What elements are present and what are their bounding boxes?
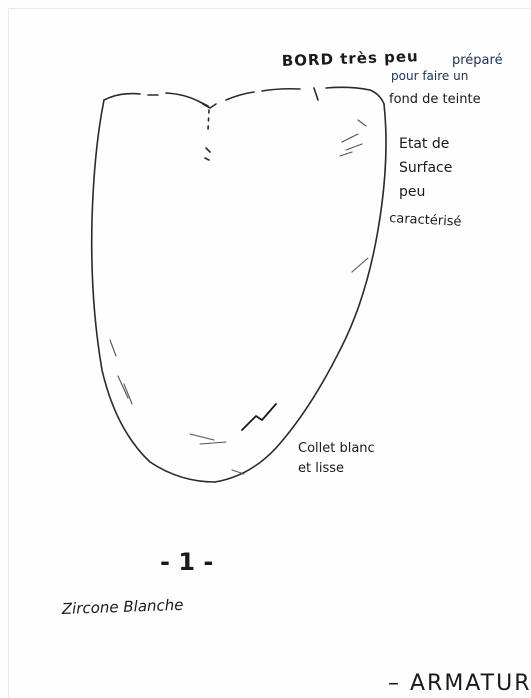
hatch-7 bbox=[118, 376, 128, 398]
crown-top-tick bbox=[314, 88, 318, 100]
hatch-10 bbox=[200, 442, 226, 444]
annotation-etat-line2: Surface bbox=[399, 160, 452, 176]
crown-right-side bbox=[215, 104, 386, 482]
hatch-1 bbox=[342, 134, 358, 142]
crown-top-left-edge bbox=[104, 94, 140, 100]
figure-number: - 1 - bbox=[160, 548, 213, 576]
crown-outline bbox=[92, 87, 386, 482]
hatch-11 bbox=[232, 470, 244, 474]
annotation-bord-line1: BORD très peu bbox=[282, 47, 419, 70]
annotation-etat-line4: caractérisé bbox=[389, 211, 462, 230]
hatch-3 bbox=[340, 152, 352, 156]
annotation-collet-line1: Collet blanc bbox=[298, 441, 375, 456]
hatch-8 bbox=[124, 384, 132, 404]
hatch-9 bbox=[190, 434, 214, 440]
crown-top-dash-4 bbox=[262, 89, 300, 91]
annotation-collet-line2: et lisse bbox=[298, 461, 344, 476]
crown-center-notch bbox=[203, 104, 216, 108]
annotation-bord-line2: pour faire un bbox=[391, 69, 468, 83]
annotation-etat-line3: peu bbox=[399, 184, 425, 200]
annotation-bord-line1b: préparé bbox=[452, 53, 503, 68]
crown-top-dash-3 bbox=[226, 92, 254, 100]
hatch-4 bbox=[358, 120, 366, 126]
hatch-5 bbox=[352, 258, 368, 272]
surface-hatching bbox=[110, 120, 368, 474]
crown-top-dash-2 bbox=[166, 93, 208, 106]
crown-top-right-edge bbox=[326, 87, 384, 104]
figure-caption: Zircone Blanche bbox=[61, 596, 184, 618]
collet-indicator-stroke bbox=[242, 404, 276, 430]
crown-center-groove bbox=[208, 110, 209, 130]
annotation-bord-line3: fond de teinte bbox=[389, 92, 481, 107]
hatch-2 bbox=[346, 144, 362, 150]
crown-groove-marks bbox=[205, 148, 210, 160]
annotation-etat-line1: Etat de bbox=[399, 136, 449, 152]
footer-partial-label: – ARMATUR bbox=[388, 671, 531, 696]
hatch-6 bbox=[110, 340, 116, 356]
crown-left-side bbox=[92, 100, 215, 482]
